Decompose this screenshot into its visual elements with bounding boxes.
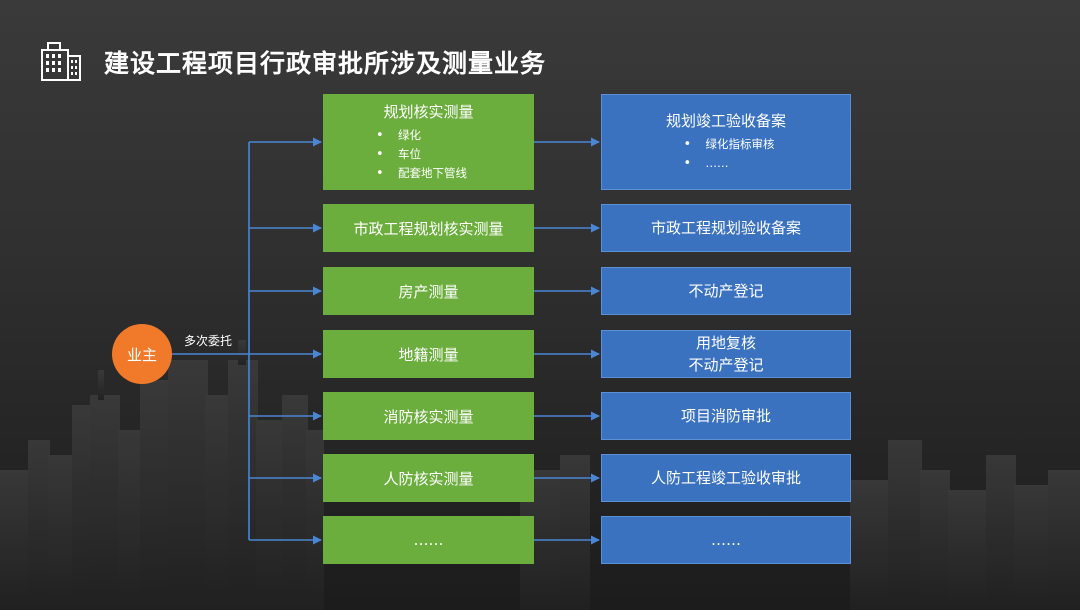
- survey-bullet: 车位: [376, 145, 467, 164]
- approval-box-fire: 项目消防审批: [601, 392, 851, 440]
- approval-box-municipal: 市政工程规划验收备案: [601, 204, 851, 252]
- survey-title: 规划核实测量: [383, 102, 474, 121]
- survey-box-cadastral: 地籍测量: [323, 330, 534, 378]
- survey-box-municipal: 市政工程规划核实测量: [323, 204, 534, 252]
- approval-line: 用地复核: [695, 334, 756, 352]
- approval-line: ……: [711, 531, 741, 549]
- survey-bullet: 绿化: [376, 126, 467, 145]
- survey-box-civil-defense: 人防核实测量: [323, 454, 534, 502]
- approval-box-civil-defense: 人防工程竣工验收审批: [601, 454, 851, 502]
- approval-line: 项目消防审批: [680, 407, 771, 425]
- approval-line: 不动产登记: [688, 282, 764, 300]
- approval-box-more: ……: [601, 516, 851, 564]
- entrust-label: 多次委托: [184, 334, 233, 348]
- page-title: 建设工程项目行政审批所涉及测量业务: [104, 49, 547, 78]
- survey-box-fire: 消防核实测量: [323, 392, 534, 440]
- building-icon: [41, 42, 81, 81]
- approval-bullet: 绿化指标审核: [684, 135, 775, 154]
- survey-box-property: 房产测量: [323, 267, 534, 315]
- approval-line: 不动产登记: [688, 356, 764, 374]
- survey-bullet: 配套地下管线: [376, 164, 467, 183]
- survey-box-planning-verification: 规划核实测量 绿化 车位 配套地下管线: [323, 94, 534, 190]
- approval-box-cadastral: 用地复核 不动产登记: [601, 330, 851, 378]
- approval-line: 市政工程规划验收备案: [650, 219, 801, 237]
- approval-box-planning-acceptance: 规划竣工验收备案 绿化指标审核 ……: [601, 94, 851, 190]
- approval-box-property: 不动产登记: [601, 267, 851, 315]
- survey-box-more: ……: [323, 516, 534, 564]
- approval-title: 规划竣工验收备案: [665, 112, 786, 130]
- approval-bullet: ……: [684, 154, 775, 173]
- owner-node: 业主: [112, 324, 172, 384]
- approval-line: 人防工程竣工验收审批: [650, 469, 801, 487]
